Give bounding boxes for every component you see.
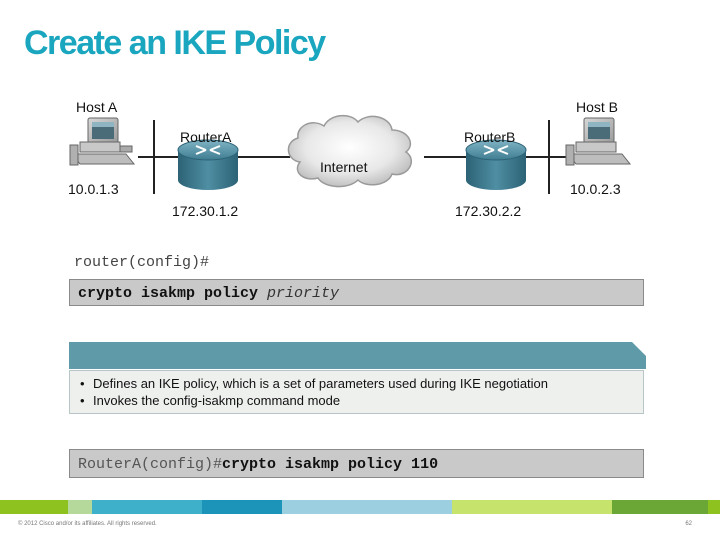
- strip-segment: [452, 500, 612, 514]
- internet-cloud-icon: [287, 114, 412, 188]
- description-header-bar: [69, 342, 646, 369]
- network-topology-svg: [69, 114, 632, 194]
- syntax-command-box: crypto isakmp policy priority: [69, 279, 644, 306]
- example-prompt: RouterA(config)#: [78, 456, 223, 473]
- strip-segment: [0, 500, 68, 514]
- footer-color-strip: [0, 500, 720, 514]
- strip-segment: [92, 500, 202, 514]
- description-panel: •Defines an IKE policy, which is a set o…: [69, 342, 646, 414]
- example-command: crypto isakmp policy 110: [222, 456, 439, 473]
- page-number: 62: [685, 521, 692, 527]
- syntax-prompt: router(config)#: [74, 254, 210, 271]
- example-command-box: RouterA(config)#crypto isakmp policy 110: [69, 449, 644, 478]
- host-b-label: Host B: [576, 99, 619, 115]
- strip-segment: [68, 500, 92, 514]
- description-bullet: •Invokes the config-isakmp command mode: [80, 393, 341, 408]
- description-bullet: •Defines an IKE policy, which is a set o…: [80, 376, 549, 391]
- strip-segment: [612, 500, 708, 514]
- copyright-text: © 2012 Cisco and/or its affiliates. All …: [18, 521, 157, 527]
- host-a-ip: 10.0.1.3: [68, 181, 119, 197]
- router-b-icon: [465, 139, 527, 190]
- router-a-ip: 172.30.1.2: [172, 203, 239, 219]
- strip-segment: [282, 500, 452, 514]
- link-host-a-router-a: [138, 120, 178, 194]
- host-b-ip: 10.0.2.3: [570, 181, 621, 197]
- description-body: •Defines an IKE policy, which is a set o…: [69, 370, 644, 414]
- syntax-argument: priority: [267, 285, 340, 302]
- host-b-computer-icon: [565, 117, 632, 166]
- router-b-ip: 172.30.2.2: [455, 203, 522, 219]
- syntax-command: crypto isakmp policy: [78, 285, 259, 302]
- router-a-label: RouterA: [180, 129, 232, 145]
- strip-segment: [708, 500, 720, 514]
- router-a-icon: [177, 139, 239, 190]
- host-a-computer-icon: [69, 117, 136, 166]
- network-diagram: Host A 10.0.1.3 RouterA 172.30.1.2 Inter…: [0, 90, 720, 225]
- strip-segment: [202, 500, 282, 514]
- router-b-label: RouterB: [464, 129, 516, 145]
- internet-label: Internet: [320, 159, 368, 175]
- host-a-label: Host A: [76, 99, 118, 115]
- link-router-b-host-b: [526, 120, 566, 194]
- page-title: Create an IKE Policy: [24, 24, 326, 62]
